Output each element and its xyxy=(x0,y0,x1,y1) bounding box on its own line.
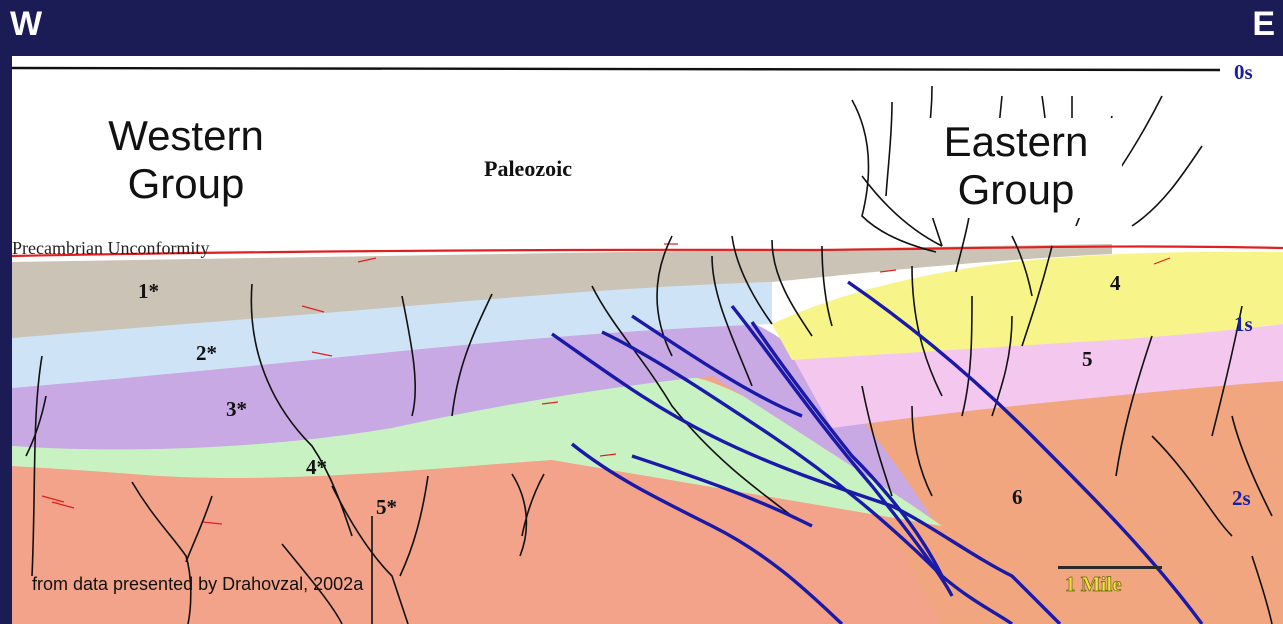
unconformity-label: Precambrian Unconformity xyxy=(12,238,210,258)
eastern-group-line-2: Group xyxy=(957,166,1075,213)
west-direction-label: W xyxy=(10,5,43,43)
unit-label-6-east: 6 xyxy=(1012,485,1023,509)
unit-label-5-west: 5* xyxy=(376,495,397,519)
source-credit: from data presented by Drahovzal, 2002a xyxy=(32,574,364,594)
western-group-title: Western Group xyxy=(76,112,296,208)
unit-label-5-east: 5 xyxy=(1082,347,1093,371)
unit-1-west-layer xyxy=(12,244,1112,338)
eastern-group-title: Eastern Group xyxy=(910,118,1122,218)
time-mark-0s: 0s xyxy=(1234,60,1253,84)
fracture-lines xyxy=(25,85,1273,624)
unit-label-2-west: 2* xyxy=(196,341,217,365)
zero-time-line xyxy=(12,66,1221,72)
unit-label-4-west: 4* xyxy=(306,455,327,479)
western-group-line-2: Group xyxy=(127,160,245,207)
unit-label-1-west: 1* xyxy=(138,279,159,303)
unit-label-4-east: 4 xyxy=(1110,271,1121,295)
unit-2-west-layer xyxy=(12,282,772,388)
scale-bar-label: 1 Mile xyxy=(1065,572,1122,597)
paleozoic-label: Paleozoic xyxy=(484,156,572,181)
unit-6-east-layer xyxy=(832,376,1283,624)
time-mark-1s: 1s xyxy=(1234,312,1253,336)
time-mark-2s: 2s xyxy=(1232,486,1251,510)
east-direction-label: E xyxy=(1252,5,1275,43)
cross-section-panel: 1* 2* 3* 4* 5* 4 5 6 Western Group Easte… xyxy=(12,56,1283,624)
western-group-line-1: Western xyxy=(108,112,264,159)
minor-red-ticks xyxy=(41,243,1171,525)
unit-4-west-layer xyxy=(12,374,942,526)
unit-4-east-layer xyxy=(772,252,1283,360)
fault-lines xyxy=(551,280,1204,624)
scale-bar xyxy=(1058,566,1162,569)
eastern-group-line-1: Eastern xyxy=(943,118,1089,165)
unit-label-3-west: 3* xyxy=(226,397,247,421)
cross-section-drawing: 1* 2* 3* 4* 5* 4 5 6 xyxy=(12,66,1283,624)
